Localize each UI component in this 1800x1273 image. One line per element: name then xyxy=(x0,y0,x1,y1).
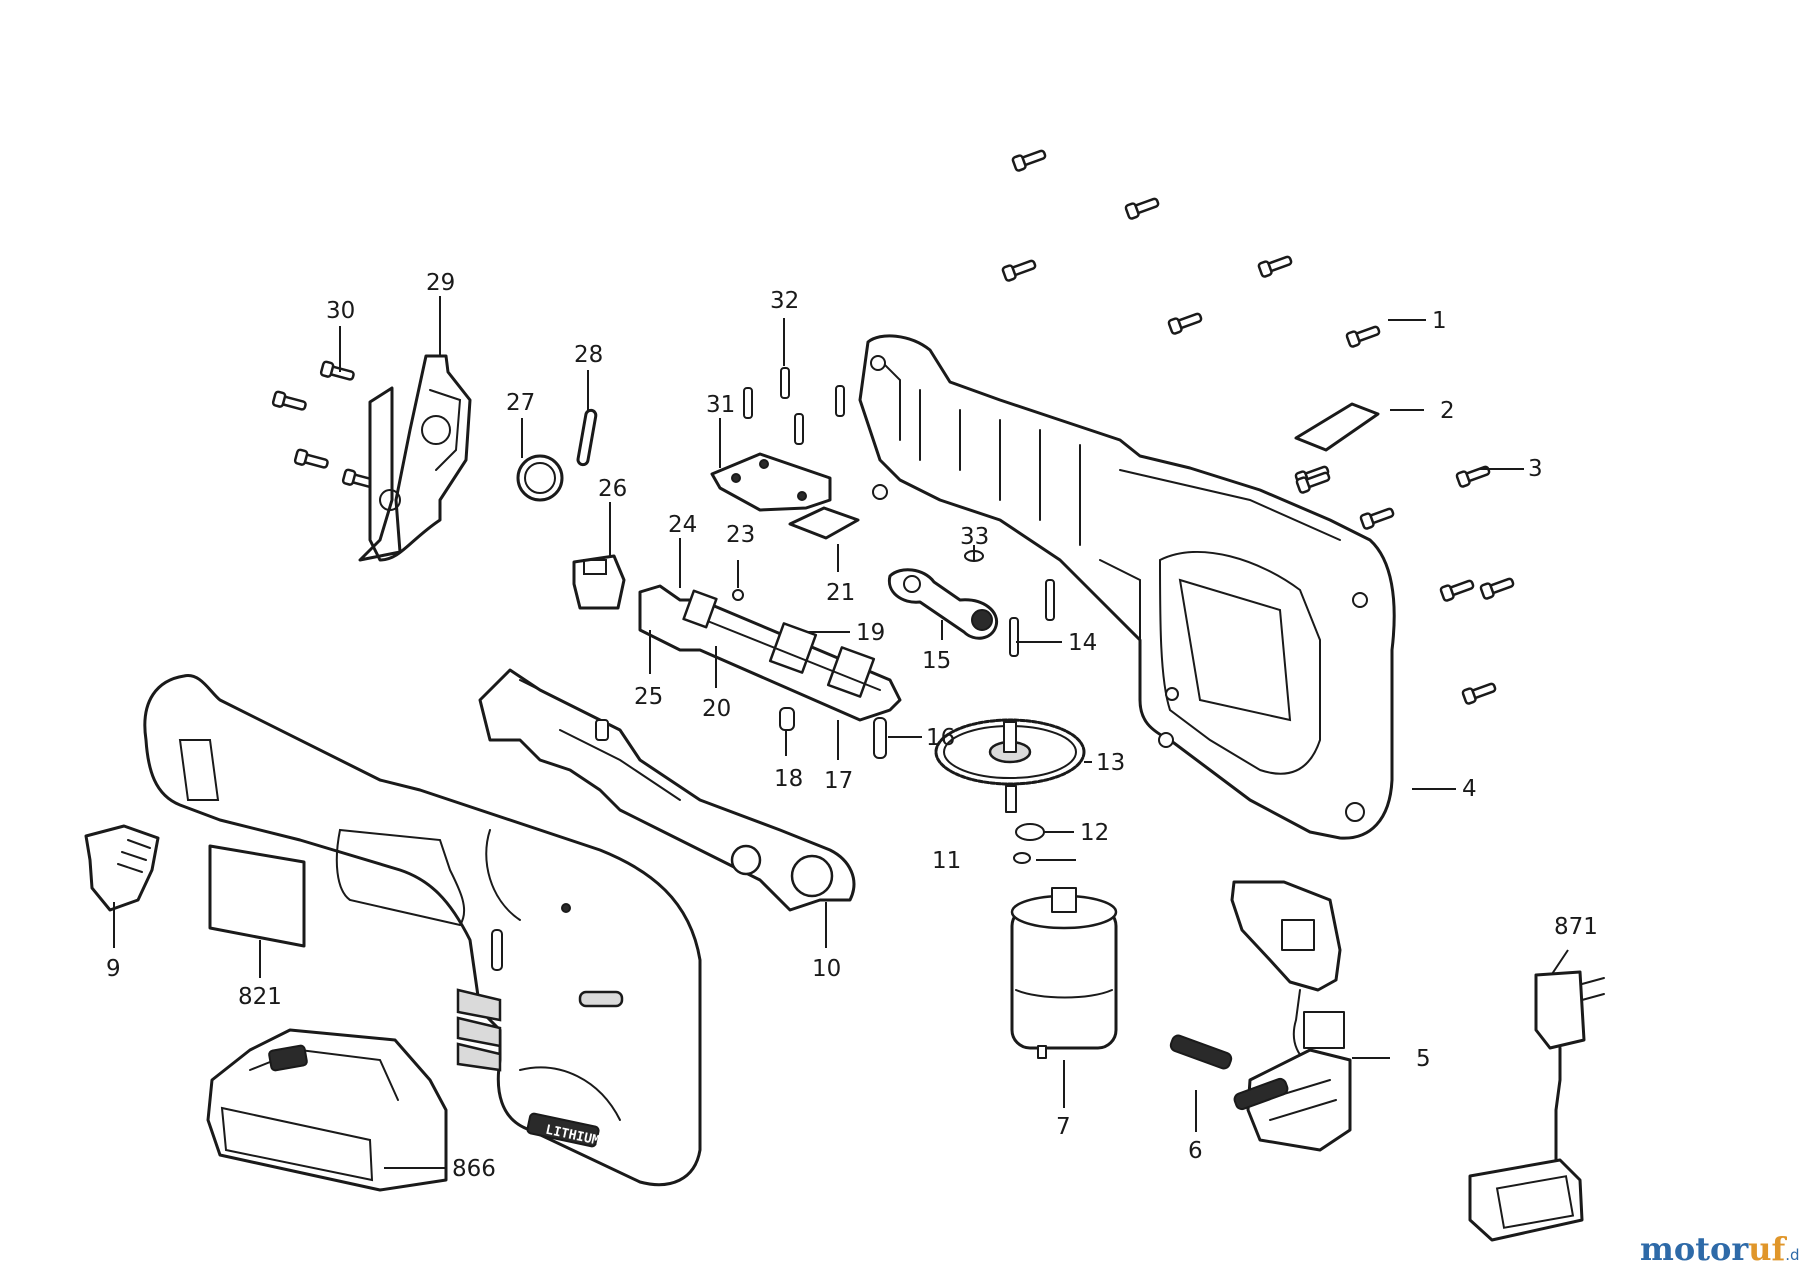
gear xyxy=(934,718,1086,813)
pin xyxy=(576,408,598,467)
label-16: 16 xyxy=(926,725,955,751)
label-10: 10 xyxy=(812,956,841,982)
label-25: 25 xyxy=(634,684,663,710)
label-15: 15 xyxy=(922,648,951,674)
label-5: 5 xyxy=(1416,1046,1431,1072)
label-7: 7 xyxy=(1056,1114,1071,1140)
housing-half-right xyxy=(858,334,1396,840)
label-30: 30 xyxy=(326,298,355,324)
label-29: 29 xyxy=(426,270,455,296)
springs xyxy=(1169,1034,1289,1111)
site-logo: motoruf.de xyxy=(1640,1230,1800,1268)
plate-screws xyxy=(743,367,845,445)
label-6: 6 xyxy=(1188,1138,1203,1164)
label-24: 24 xyxy=(668,512,697,538)
label-26: 26 xyxy=(598,476,627,502)
label-2: 2 xyxy=(1440,398,1455,424)
label-3: 3 xyxy=(1528,456,1543,482)
label-18: 18 xyxy=(774,766,803,792)
label-12: 12 xyxy=(1080,820,1109,846)
label-821: 821 xyxy=(238,984,282,1010)
washer-12 xyxy=(1015,823,1045,841)
label-23: 23 xyxy=(726,522,755,548)
battery-pack xyxy=(206,1028,448,1192)
logo-text-accent: uf xyxy=(1748,1230,1786,1268)
label-871: 871 xyxy=(1554,914,1598,940)
label-plate xyxy=(1294,402,1380,452)
label-19: 19 xyxy=(856,620,885,646)
label-13: 13 xyxy=(1096,750,1125,776)
label-21: 21 xyxy=(826,580,855,606)
switch-assembly xyxy=(1230,880,1352,1152)
motor xyxy=(1010,887,1118,1059)
label-14: 14 xyxy=(1068,630,1097,656)
logo-text-main: motor xyxy=(1640,1230,1749,1268)
crank-arm xyxy=(887,568,999,640)
blade-clamp-bracket xyxy=(358,354,472,562)
plate-21 xyxy=(788,506,860,540)
label-11: 11 xyxy=(932,848,961,874)
charger xyxy=(1468,970,1605,1242)
label-17: 17 xyxy=(824,768,853,794)
part-9 xyxy=(84,824,160,912)
motor-carrier-frame xyxy=(478,668,856,912)
label-28: 28 xyxy=(574,342,603,368)
screw-14a xyxy=(1009,617,1019,657)
label-33: 33 xyxy=(960,524,989,550)
plate-31 xyxy=(710,452,832,512)
washer-11 xyxy=(1013,852,1031,864)
part-821 xyxy=(208,844,306,948)
part-number-labels: 1 2 3 4 5 6 7 9 10 11 12 13 14 15 16 17 … xyxy=(106,270,1598,1182)
block-26 xyxy=(572,554,626,610)
screw-14b xyxy=(1045,579,1055,621)
label-20: 20 xyxy=(702,696,731,722)
logo-text-suffix: .de xyxy=(1785,1246,1800,1264)
label-9: 9 xyxy=(106,956,121,982)
leader-lines xyxy=(113,296,1569,1169)
pin-18 xyxy=(779,707,795,731)
label-4: 4 xyxy=(1462,776,1477,802)
label-27: 27 xyxy=(506,390,535,416)
label-32: 32 xyxy=(770,288,799,314)
label-1: 1 xyxy=(1432,308,1447,334)
roller-16 xyxy=(873,717,887,759)
label-866: 866 xyxy=(452,1156,496,1182)
plunger-assembly xyxy=(638,584,902,722)
ball-23 xyxy=(732,589,744,601)
label-31: 31 xyxy=(706,392,735,418)
housing-half-left: LITHIUM xyxy=(143,674,702,1187)
